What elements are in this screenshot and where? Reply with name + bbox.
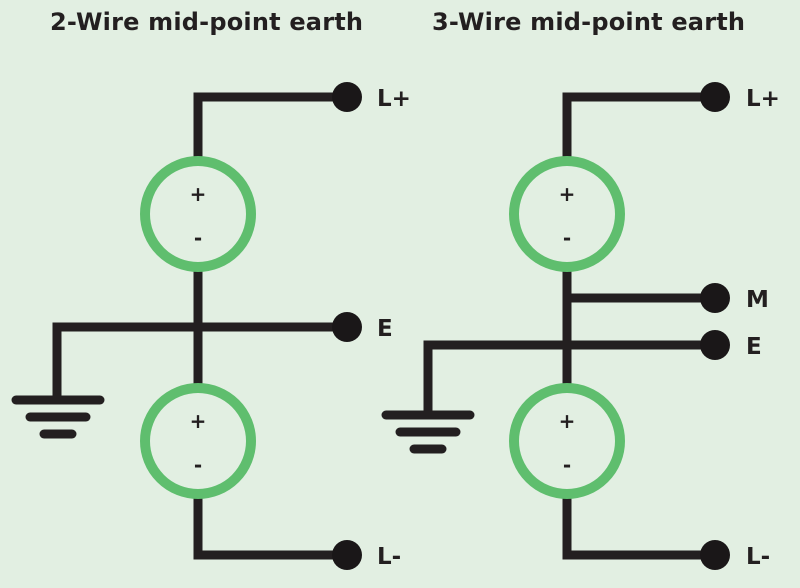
title-2-wire: 2-Wire mid-point earth: [50, 8, 364, 36]
minus-sign: -: [194, 453, 202, 477]
minus-sign: -: [194, 226, 202, 250]
wire-right-top: [562, 92, 720, 163]
terminal-left-l-plus: [332, 82, 362, 112]
voltage-source-right-upper: + -: [509, 156, 625, 272]
wire-left-bottom: [193, 492, 352, 560]
wire-right-bottom: [562, 492, 720, 560]
voltage-source-right-lower: + -: [509, 383, 625, 499]
diagram-2-wire: + - + - L+ E L-: [11, 82, 411, 570]
label-right-m: M: [746, 287, 769, 313]
terminal-right-l-plus: [700, 82, 730, 112]
label-left-l-plus: L+: [377, 86, 411, 112]
plus-sign: +: [190, 182, 207, 206]
terminal-left-l-minus: [332, 540, 362, 570]
plus-sign: +: [559, 182, 576, 206]
label-left-e: E: [377, 316, 393, 342]
label-right-e: E: [746, 334, 762, 360]
wire-right-earth-bus: [423, 340, 720, 415]
minus-sign: -: [563, 226, 571, 250]
ground-symbol-left: [11, 395, 105, 439]
voltage-source-left-lower: + -: [140, 383, 256, 499]
title-3-wire: 3-Wire mid-point earth: [432, 8, 746, 36]
plus-sign: +: [190, 409, 207, 433]
wire-left-earth-bus: [52, 322, 352, 403]
label-right-l-minus: L-: [746, 544, 770, 570]
terminal-right-e: [700, 330, 730, 360]
label-right-l-plus: L+: [746, 86, 780, 112]
wire-left-top: [193, 92, 352, 163]
terminal-left-e: [332, 312, 362, 342]
voltage-source-left-upper: + -: [140, 156, 256, 272]
terminal-right-m: [700, 283, 730, 313]
plus-sign: +: [559, 409, 576, 433]
minus-sign: -: [563, 453, 571, 477]
label-left-l-minus: L-: [377, 544, 401, 570]
diagram-3-wire: + - + - L+ M E L-: [381, 82, 780, 570]
terminal-right-l-minus: [700, 540, 730, 570]
ground-symbol-right: [381, 410, 475, 454]
